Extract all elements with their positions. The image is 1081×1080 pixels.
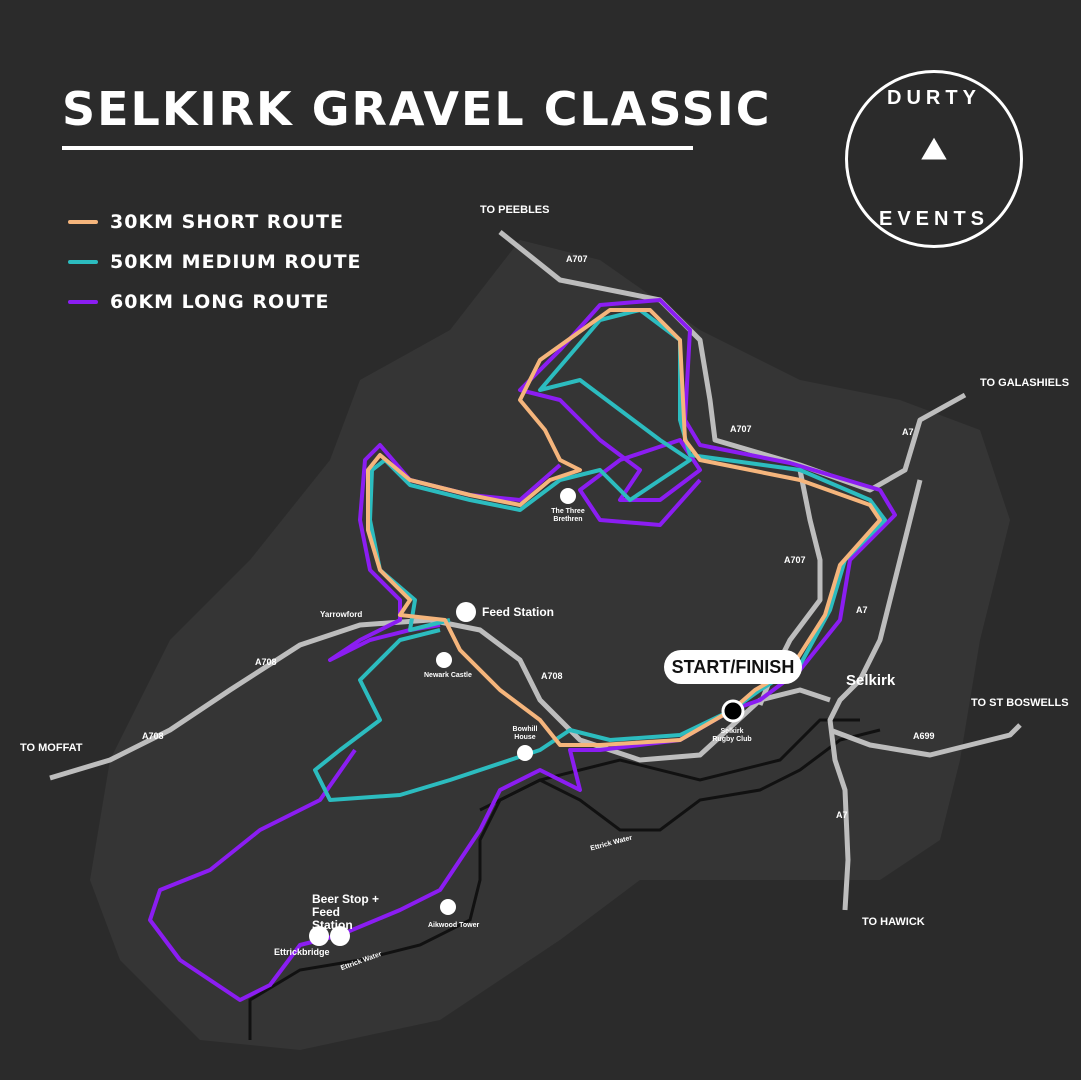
beer-icon (309, 926, 329, 946)
road-a708 (49, 617, 831, 781)
direction-galashiels: TO GALASHIELS (980, 377, 1070, 389)
cutlery-icon (330, 926, 350, 946)
river-ettrick-water (248, 718, 881, 1040)
legend-label: 30KM SHORT ROUTE (110, 211, 344, 233)
page-title: SELKIRK GRAVEL CLASSIC (62, 82, 772, 136)
label-aikwood-tower: Aikwood Tower (428, 922, 480, 929)
castle-icon (560, 488, 576, 504)
road-label: A707 (730, 424, 752, 434)
terrain-region (90, 240, 1010, 1050)
road-label: A708 (255, 657, 277, 667)
logo-text-bottom: EVENTS (878, 208, 990, 230)
legend-item-short: 30KM SHORT ROUTE (68, 202, 362, 242)
legend-swatch (68, 220, 98, 224)
road-label: A708 (541, 671, 563, 681)
label-selkirk: Selkirk (846, 672, 896, 689)
direction-st-boswells: TO ST BOSWELLS (971, 697, 1069, 709)
poi-icons (309, 488, 576, 946)
logo-text-top: DURTY (887, 87, 981, 109)
durty-events-logo: DURTY ⛰ EVENTS (845, 70, 1023, 248)
direction-peebles: TO PEEBLES (480, 204, 550, 216)
start-finish-marker (721, 699, 745, 723)
road-a707 (498, 230, 967, 493)
legend-label: 50KM MEDIUM ROUTE (110, 251, 362, 273)
label-rugby-club: Selkirk Rugby Club (712, 728, 752, 743)
trees-mountains-icon: ⛰ (921, 133, 947, 166)
label-bowhill-house: Bowhill House (512, 726, 538, 741)
road-a699 (829, 723, 1022, 758)
label-feed-station: Feed Station (482, 605, 555, 619)
legend: 30KM SHORT ROUTE 50KM MEDIUM ROUTE 60KM … (68, 202, 362, 322)
routes (148, 298, 897, 1002)
title-underline (62, 146, 693, 150)
legend-swatch (68, 260, 98, 264)
route-medium (313, 308, 887, 802)
road-label: A7 (902, 427, 914, 437)
label-newark-castle: Newark Castle (424, 672, 472, 679)
road-label: A708 (142, 731, 164, 741)
road-label: A707 (784, 555, 806, 565)
road-label: A707 (566, 254, 588, 264)
road-a7 (827, 479, 923, 911)
label-three-brethren: The Three Brethren (551, 508, 585, 523)
road-label: A699 (913, 731, 935, 741)
legend-item-long: 60KM LONG ROUTE (68, 282, 362, 322)
legend-swatch (68, 300, 98, 304)
label-ettrickbridge: Ettrickbridge (274, 947, 330, 957)
castle-icon (517, 745, 533, 761)
route-short (366, 308, 882, 747)
castle-icon (440, 899, 456, 915)
start-finish-badge: START/FINISH (664, 650, 802, 684)
cutlery-icon (456, 602, 476, 622)
label-beer-stop: Beer Stop + Feed Station (312, 892, 380, 932)
legend-label: 60KM LONG ROUTE (110, 291, 330, 313)
label-yarrowford: Yarrowford (320, 610, 363, 619)
road-label: A7 (856, 605, 868, 615)
legend-item-medium: 50KM MEDIUM ROUTE (68, 242, 362, 282)
castle-icon (436, 652, 452, 668)
direction-moffat: TO MOFFAT (20, 742, 83, 754)
direction-hawick: TO HAWICK (862, 916, 925, 928)
road-label: A7 (836, 810, 848, 820)
